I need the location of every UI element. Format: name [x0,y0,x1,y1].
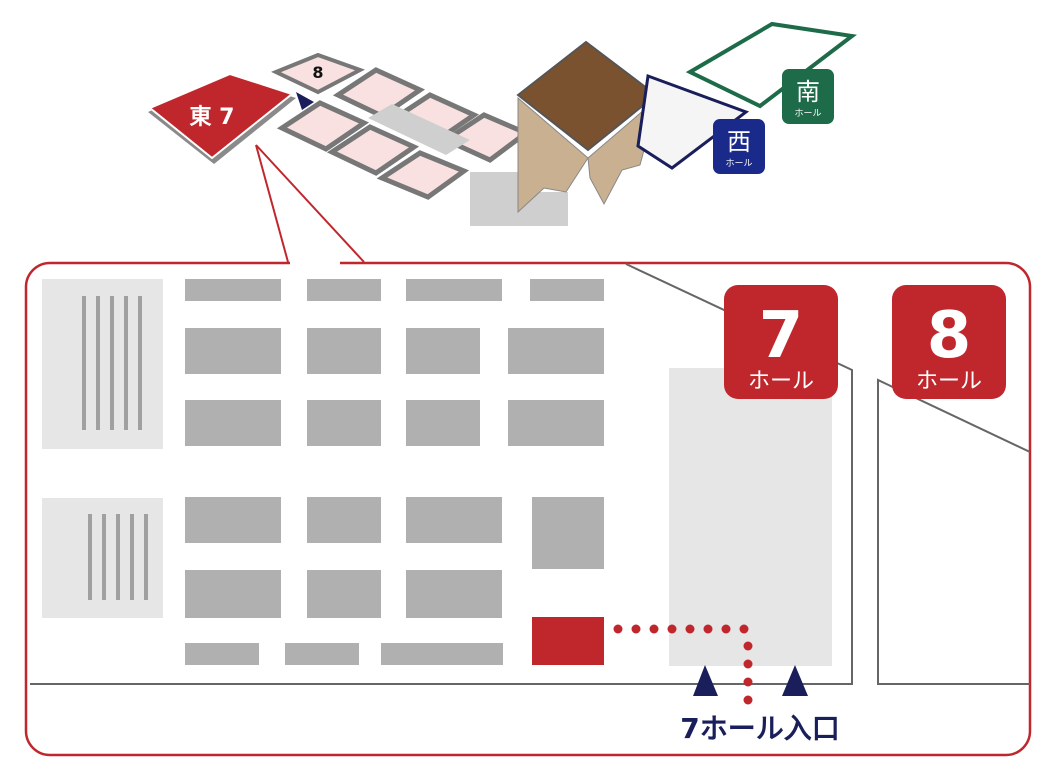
booth-block[interactable] [508,400,604,446]
hall7-open-area [669,368,832,666]
west-hall[interactable] [636,73,750,170]
south-badge-label: 南 [796,78,820,106]
hall8-small-label: 8 [312,63,323,82]
booth-block[interactable] [285,643,359,665]
booth-block[interactable] [406,328,480,374]
hall7-badge[interactable] [724,285,838,399]
callout-line-right [255,144,365,263]
hall8-outline [877,378,1031,685]
hall8-badge[interactable] [892,285,1006,399]
booth-block[interactable] [532,497,604,569]
booth-block[interactable] [508,328,604,374]
south-badge-sub: ホール [794,108,821,119]
booth-block[interactable] [406,497,502,543]
booth-blocks [185,279,604,665]
east-corridor [368,104,470,155]
hall8-badge-number: 8 [927,299,972,373]
booth-block[interactable] [381,643,503,665]
east-hall-tile[interactable] [332,67,426,119]
east-hall-tile[interactable] [326,124,420,176]
booth-block[interactable] [307,279,381,301]
south-hall[interactable] [685,21,857,109]
booth-block[interactable] [406,400,480,446]
frame-gap [290,258,340,267]
detail-panel: 7ホール入口 7 ホール 8 ホール [24,258,1032,757]
stairs-lines-top [82,296,142,430]
tower-leg-left [517,96,589,214]
booth-block[interactable] [185,570,281,618]
booth-block[interactable] [406,279,502,301]
hall7-badge-sub: ホール [748,369,814,394]
booth-block[interactable] [307,497,381,543]
booth-block[interactable] [307,400,381,446]
entrance-label[interactable]: 7ホール入口 [680,712,839,745]
hall7-badge-number: 7 [759,299,804,373]
booth-block[interactable] [185,643,259,665]
entrance-arrow-left [693,665,718,696]
east7-hall[interactable] [148,72,295,160]
booth-block[interactable] [307,570,381,618]
hall8-small[interactable] [271,52,365,95]
booth-block[interactable] [185,279,281,301]
west-badge-label: 西 [727,128,751,156]
callout-line-left [255,144,289,263]
overview-map: 東 7 8 西 ホール 南 ホール [148,21,857,263]
stairs-area [42,279,163,449]
entrance-arrow-right [782,665,808,696]
stairs-lines-bottom [88,514,148,600]
east-hall-tile[interactable] [376,150,470,200]
hall8-badge-sub: ホール [916,369,982,394]
booth-block[interactable] [185,328,281,374]
west-badge-sub: ホール [725,158,752,169]
route-dots [613,624,753,705]
booth-block[interactable] [530,279,604,301]
east7-label: 東 7 [190,105,235,130]
highlighted-booth[interactable] [532,617,604,665]
booth-block[interactable] [185,497,281,543]
booth-block[interactable] [185,400,281,446]
east-hall-tile[interactable] [276,100,370,152]
south-badge [782,69,834,124]
overview-arrow-marker [296,92,314,110]
west-badge [713,119,765,174]
booth-block[interactable] [406,570,502,618]
booth-block[interactable] [307,328,381,374]
